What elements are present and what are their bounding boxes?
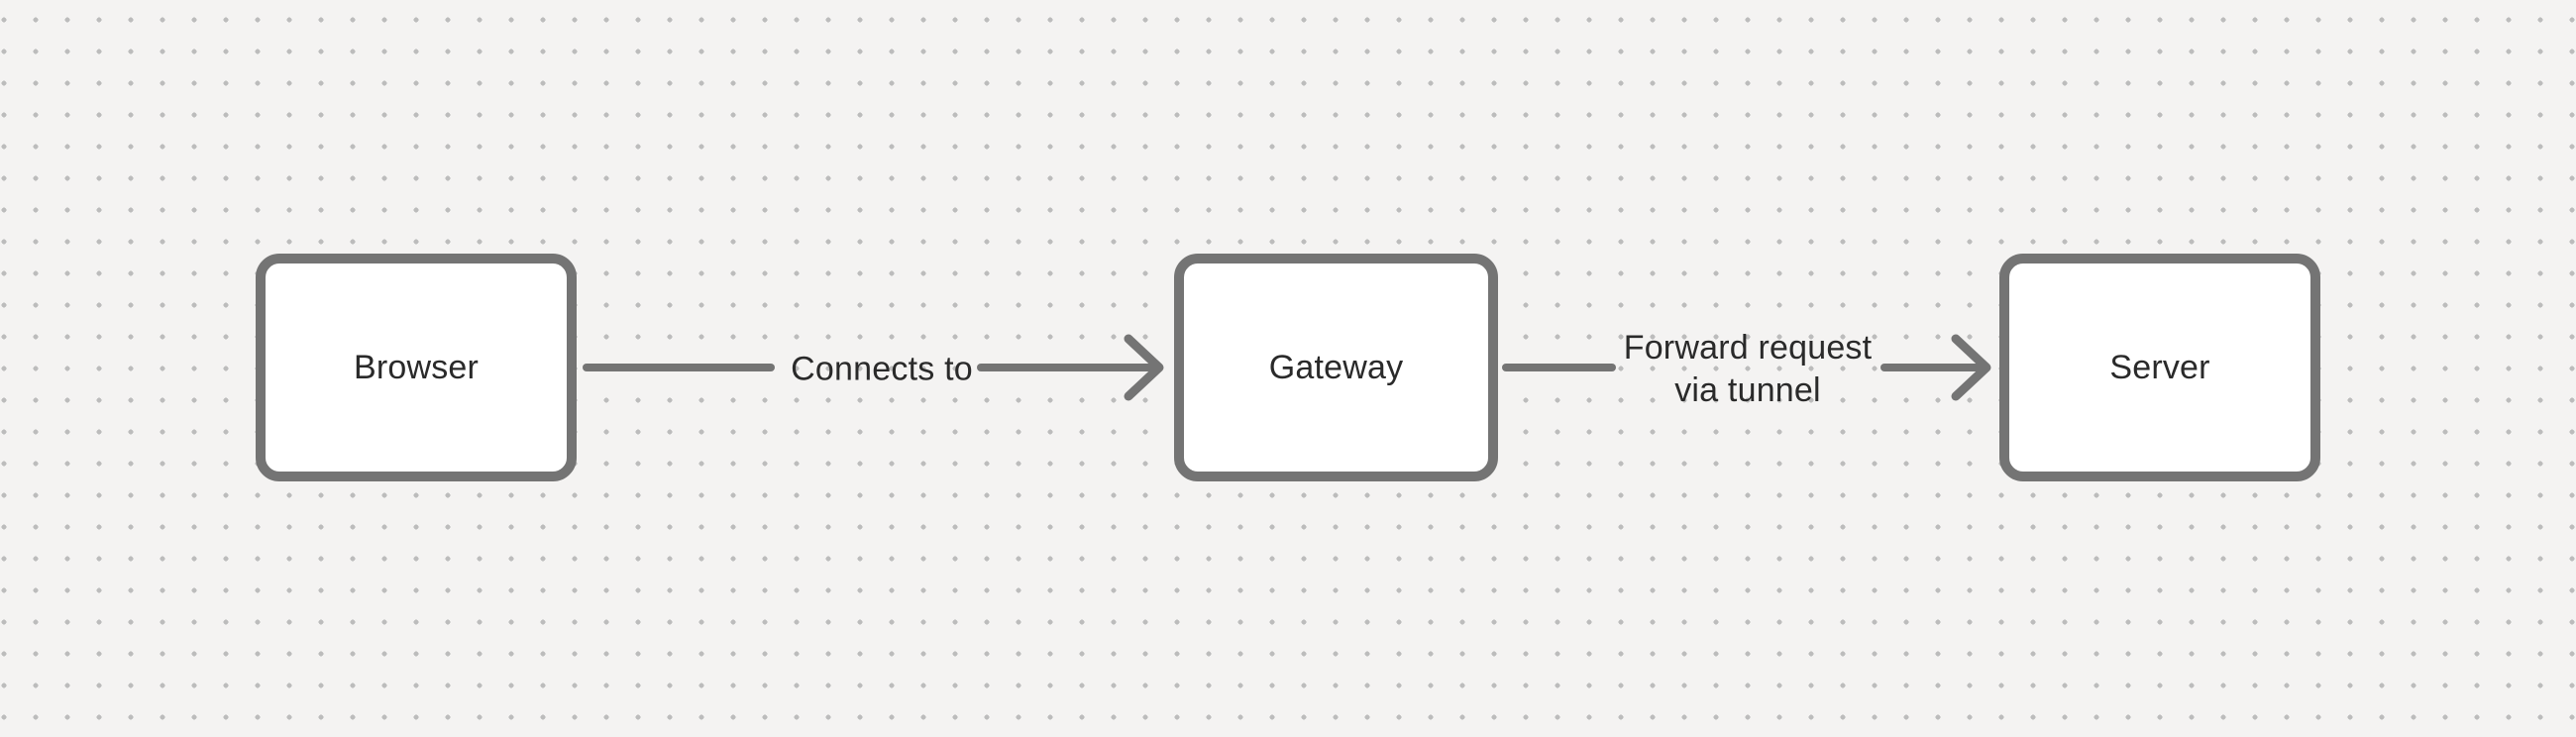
edge-label-text-line2: via tunnel: [1674, 371, 1821, 409]
node-gateway-label: Gateway: [1268, 348, 1404, 386]
edge-browser-gateway[interactable]: [583, 334, 1164, 401]
edge-label-connects-to[interactable]: Connects to: [791, 349, 973, 391]
edge-label-text: Connects to: [791, 350, 973, 388]
node-browser[interactable]: Browser: [256, 254, 577, 481]
node-browser-label: Browser: [353, 348, 480, 386]
arrowhead-icon: [1124, 334, 1164, 401]
node-server-label: Server: [2109, 348, 2210, 386]
edge-label-text-line1: Forward request: [1623, 329, 1873, 367]
edge-label-forward-request[interactable]: Forward request via tunnel: [1624, 327, 1873, 412]
arrowhead-icon: [1951, 334, 1991, 401]
node-server[interactable]: Server: [1999, 254, 2320, 481]
edge-gateway-server[interactable]: [1502, 334, 1991, 401]
node-gateway[interactable]: Gateway: [1174, 254, 1498, 481]
